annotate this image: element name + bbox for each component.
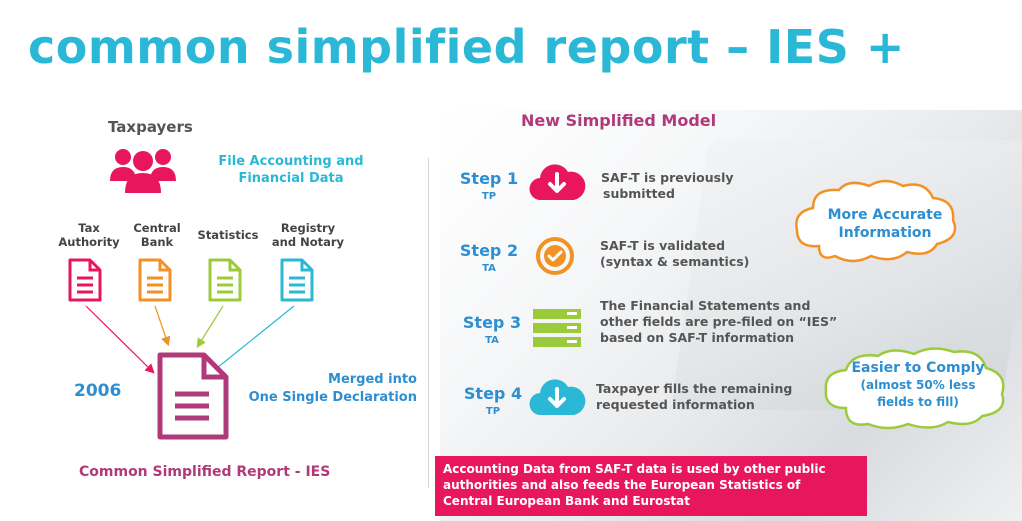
cloud-more-accurate: More Accurate Information	[805, 206, 965, 242]
step-text-line1: The Financial Statements and	[600, 298, 811, 313]
cloud-text-line1: More Accurate	[827, 207, 943, 223]
new-model-heading: New Simplified Model	[521, 111, 717, 130]
step-actor: TA	[485, 335, 499, 346]
document-icon	[68, 258, 102, 302]
green-cloud-shape	[824, 347, 1005, 430]
source-label-line2: Bank	[140, 235, 174, 249]
step-text-line1: SAF-T is validated	[600, 238, 726, 253]
source-label-line1: Registry	[280, 221, 336, 235]
step-2-text: SAF-T is validated (syntax & semantics)	[600, 238, 749, 270]
step-text-line2: (syntax & semantics)	[600, 254, 750, 269]
step-title: Step 2	[459, 241, 519, 260]
arrow-statistics	[196, 305, 224, 349]
server-icon	[533, 309, 581, 347]
page-title: common simplified report – IES +	[28, 20, 905, 74]
cloud-text-line3: fields to fill)	[877, 395, 959, 409]
step-actor: TP	[481, 191, 497, 202]
source-label-line1: Statistics	[197, 228, 259, 242]
step-text-line2: submitted	[603, 186, 675, 201]
step-text-line1: Taxpayer fills the remaining	[596, 381, 793, 396]
info-banner: Accounting Data from SAF-T data is used …	[435, 456, 867, 516]
taxpayers-label: Taxpayers	[108, 118, 193, 136]
ies-report-label: Common Simplified Report - IES	[79, 464, 331, 480]
cloud-text-line2: Information	[838, 225, 932, 241]
orange-cloud-shape	[795, 179, 957, 263]
step-1-text: SAF-T is previously submitted	[601, 170, 734, 202]
step-text-line3: based on SAF-T information	[600, 330, 795, 345]
merged-label-line2: One Single Declaration	[248, 390, 417, 405]
source-label-tax-authority: Tax Authority	[57, 221, 121, 249]
source-label-line2: Authority	[58, 235, 120, 249]
file-data-label-line1: File Accounting and	[218, 154, 364, 169]
banner-line1: Accounting Data from SAF-T data is used …	[443, 462, 826, 476]
source-label-line1: Central	[133, 221, 181, 235]
merged-label-line1: Merged into	[328, 372, 417, 387]
step-4-label: Step 4 TP	[460, 385, 526, 421]
merged-label: Merged into One Single Declaration	[232, 371, 417, 407]
people-group-icon	[110, 149, 176, 193]
step-3-text: The Financial Statements and other field…	[600, 298, 837, 346]
step-1-label: Step 1 TP	[456, 170, 522, 206]
step-actor: TP	[485, 406, 501, 417]
step-title: Step 4	[463, 384, 523, 403]
document-icon	[208, 258, 242, 302]
merged-document-icon	[157, 352, 229, 440]
source-label-line1: Tax	[78, 221, 100, 235]
arrow-registry	[210, 305, 295, 374]
cloud-easier-to-comply: Easier to Comply (almost 50% less fields…	[838, 360, 998, 411]
banner-line2: authorities and also feeds the European …	[443, 478, 801, 492]
cloud-text-line1: Easier to Comply	[851, 360, 985, 376]
source-label-registry-notary: Registry and Notary	[268, 221, 348, 249]
source-label-statistics: Statistics	[196, 228, 260, 242]
step-title: Step 1	[459, 169, 519, 188]
step-text-line1: SAF-T is previously	[601, 170, 734, 185]
section-divider	[428, 158, 429, 488]
step-2-label: Step 2 TA	[456, 242, 522, 278]
document-icon	[280, 258, 314, 302]
source-label-line2: and Notary	[271, 235, 345, 249]
check-circle-icon	[536, 237, 574, 275]
arrow-tax-authority	[85, 305, 155, 374]
step-4-text: Taxpayer fills the remaining requested i…	[596, 381, 792, 413]
cloud-download-icon	[529, 379, 586, 416]
year-label: 2006	[74, 381, 122, 401]
cloud-text-line2: (almost 50% less	[860, 378, 976, 392]
step-actor: TA	[482, 263, 496, 274]
banner-line3: Central European Bank and Eurostat	[443, 494, 690, 508]
step-text-line2: requested information	[596, 397, 755, 412]
source-label-central-bank: Central Bank	[130, 221, 184, 249]
cloud-download-icon	[529, 164, 586, 201]
step-3-label: Step 3 TA	[459, 314, 525, 350]
document-icon	[138, 258, 172, 302]
arrow-central-bank	[154, 305, 171, 347]
step-text-line2: other fields are pre-filed on “IES”	[600, 314, 838, 329]
file-data-label: File Accounting and Financial Data	[186, 153, 396, 187]
step-title: Step 3	[462, 313, 522, 332]
file-data-label-line2: Financial Data	[238, 171, 344, 186]
